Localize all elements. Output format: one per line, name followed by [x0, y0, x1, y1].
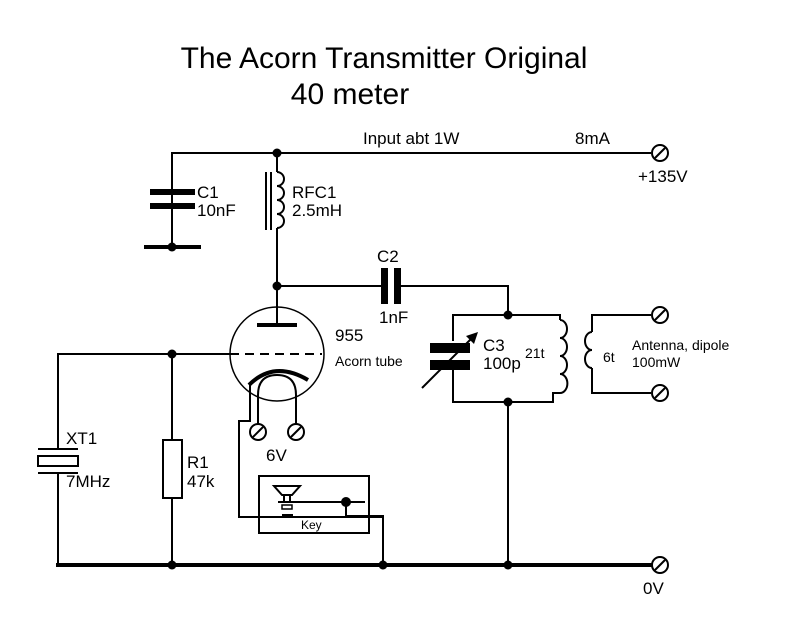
ground-label: 0V — [643, 579, 664, 598]
xt1-value: 7MHz — [66, 472, 110, 491]
xt1-ref: XT1 — [66, 429, 97, 448]
supply-rail — [171, 148, 651, 247]
resistor-r1-icon — [162, 439, 183, 565]
capacitor-c2-icon — [381, 268, 509, 315]
ground-rail — [56, 560, 652, 570]
c2-value: 1nF — [379, 308, 408, 327]
rfc1-ref: RFC1 — [292, 183, 336, 202]
variable-capacitor-c3-icon — [421, 332, 478, 389]
tank-circuit — [452, 310, 561, 565]
r1-value: 47k — [187, 472, 215, 491]
tube-name: Acorn tube — [335, 353, 403, 369]
secondary-coil-icon — [584, 314, 651, 394]
heater-terminal-1-icon[interactable] — [249, 423, 267, 441]
c3-ref: C3 — [483, 336, 505, 355]
tube-type: 955 — [335, 326, 363, 345]
morse-key-icon[interactable] — [258, 475, 384, 565]
c2-ref: C2 — [377, 247, 399, 266]
antenna-label: Antenna, dipole — [632, 337, 730, 353]
antenna-terminal-2-icon[interactable] — [651, 384, 669, 402]
heater-voltage: 6V — [266, 446, 287, 465]
key-label: Key — [301, 518, 322, 532]
title-line2: 40 meter — [291, 78, 409, 111]
heater-terminal-2-icon[interactable] — [287, 423, 305, 441]
terminal-0v-icon[interactable] — [651, 556, 669, 574]
capacitor-c1-icon — [144, 189, 201, 252]
rfc1-value: 2.5mH — [292, 201, 342, 220]
antenna-power: 100mW — [632, 354, 681, 370]
primary-turns: 21t — [525, 345, 545, 361]
antenna-terminal-1-icon[interactable] — [651, 306, 669, 324]
terminal-plus-135v-icon[interactable] — [651, 144, 669, 162]
c1-ref: C1 — [197, 183, 219, 202]
r1-ref: R1 — [187, 453, 209, 472]
inductor-rfc1-icon — [265, 153, 285, 286]
c3-value: 100p — [483, 354, 521, 373]
plate-node — [272, 281, 381, 291]
c1-value: 10nF — [197, 201, 236, 220]
current-label: 8mA — [575, 129, 611, 148]
crystal-xt1-icon — [37, 448, 79, 565]
secondary-turns: 6t — [603, 349, 615, 365]
voltage-label: +135V — [638, 167, 688, 186]
primary-coil-icon — [559, 319, 569, 394]
power-note: Input abt 1W — [363, 129, 459, 148]
vacuum-tube-icon — [229, 286, 382, 518]
title-line1: The Acorn Transmitter Original — [181, 42, 588, 75]
grid-circuit — [57, 349, 230, 449]
